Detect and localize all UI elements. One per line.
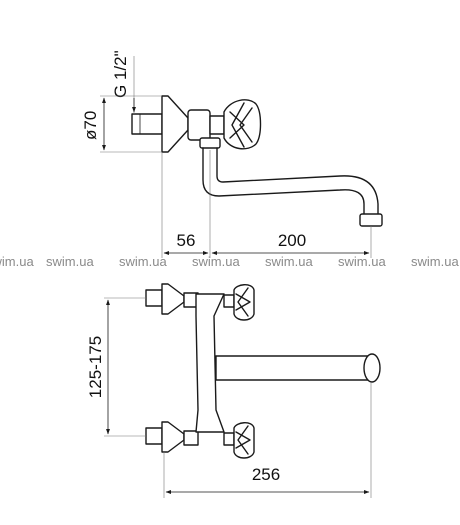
front-spout <box>215 355 379 381</box>
valve-body <box>187 109 211 141</box>
watermark-row: swim.ua swim.ua swim.ua swim.ua swim.ua … <box>0 254 459 269</box>
bottom-nut <box>183 430 199 446</box>
top-inlet <box>145 289 163 307</box>
spout-aerator <box>359 213 383 227</box>
side-view: G 1/2" ø70 56 200 <box>81 50 383 258</box>
spout-label: 200 <box>278 231 306 250</box>
watermark-text: swim.ua <box>192 254 240 269</box>
top-rosette <box>161 283 185 315</box>
bottom-handle-facets <box>235 425 251 455</box>
center-distance-label: 125-175 <box>86 336 105 398</box>
overall-width-label: 256 <box>252 465 280 484</box>
top-handle-stem <box>223 294 235 308</box>
bottom-inlet <box>145 427 163 445</box>
wall-rosette <box>161 95 189 153</box>
spout-connector <box>199 137 221 149</box>
watermark-text: swim.ua <box>411 254 459 269</box>
front-view: 125-175 256 <box>86 283 381 498</box>
wall-inlet-pipe <box>131 113 163 135</box>
diameter-label: ø70 <box>81 111 100 140</box>
bottom-handle-stem <box>223 432 235 446</box>
handle-icon <box>233 284 255 321</box>
handle-icon <box>233 422 255 459</box>
handle-facets <box>229 102 253 148</box>
watermark-text: swim.ua <box>119 254 167 269</box>
watermark-text: swim.ua <box>46 254 94 269</box>
watermark-text: swim.ua <box>265 254 313 269</box>
watermark-text: swim.ua <box>0 254 34 269</box>
spout-pipe <box>202 147 379 215</box>
thread-label: G 1/2" <box>111 50 130 98</box>
offset-label: 56 <box>177 231 196 250</box>
front-spout-end <box>363 353 381 383</box>
valve-neck <box>209 115 225 135</box>
watermark-text: swim.ua <box>338 254 386 269</box>
bottom-rosette <box>161 421 185 453</box>
mixer-body <box>195 293 225 433</box>
top-handle-facets <box>235 287 251 317</box>
